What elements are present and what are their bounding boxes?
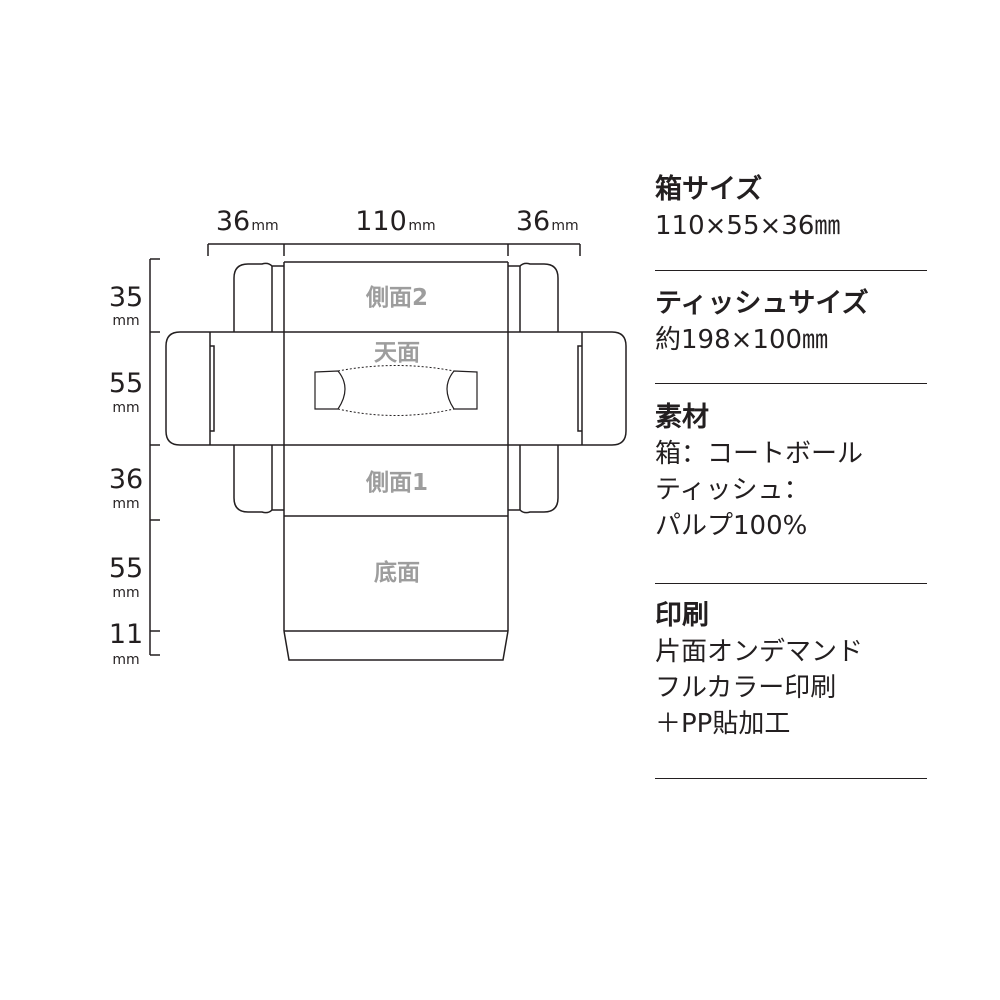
panel-label-bottom: 底面 xyxy=(374,559,420,586)
spec-value-printing-1: 片面オンデマンド xyxy=(655,637,864,667)
spec-printing: 印刷 片面オンデマンド フルカラー印刷 ＋PP貼加工 xyxy=(655,598,927,742)
glue-flap xyxy=(283,630,509,661)
flap-left-end xyxy=(165,331,210,446)
spec-title-material: 素材 xyxy=(655,402,709,433)
dieline xyxy=(165,261,627,661)
divider xyxy=(655,270,927,271)
spec-value-material-1: 箱：コートボール xyxy=(655,439,864,469)
panel-label-side2: 側面2 xyxy=(365,285,428,311)
top-dimension-line xyxy=(207,243,581,256)
spec-title-tissue-size: ティッシュサイズ xyxy=(655,288,869,319)
top-dim-unit-2: mm xyxy=(408,218,435,234)
flap-bottom-left xyxy=(233,445,284,514)
divider xyxy=(655,778,927,779)
spec-title-box-size: 箱サイズ xyxy=(655,174,763,205)
tissue-opening xyxy=(314,365,478,416)
top-dim-unit-3: mm xyxy=(551,218,578,234)
spec-tissue-size: ティッシュサイズ 約198×100㎜ xyxy=(655,286,927,359)
top-dim-unit-1: mm xyxy=(251,218,278,234)
flap-right-end xyxy=(582,331,627,446)
top-dim-value-1: 36 xyxy=(216,206,250,237)
panel-label-top: 天面 xyxy=(374,340,420,366)
left-dim-unit-1: mm xyxy=(112,313,139,329)
left-dim-value-3: 36 xyxy=(109,464,143,495)
left-dim-unit-5: mm xyxy=(112,652,139,668)
top-dim-value-2: 110 xyxy=(355,206,407,237)
spec-material: 素材 箱：コートボール ティッシュ： パルプ100% xyxy=(655,400,927,544)
left-dim-unit-3: mm xyxy=(112,496,139,512)
left-dim-unit-2: mm xyxy=(112,400,139,416)
spec-box-size: 箱サイズ 110×55×36㎜ xyxy=(655,172,927,245)
left-dim-value-2: 55 xyxy=(109,368,143,399)
left-dim-value-5: 11 xyxy=(109,619,143,650)
spec-value-box-size: 110×55×36㎜ xyxy=(655,211,841,241)
flap-bottom-right xyxy=(508,445,559,514)
top-dim-value-3: 36 xyxy=(516,206,550,237)
flap-top-right xyxy=(508,262,559,332)
panel-label-side1: 側面1 xyxy=(365,470,428,496)
left-dim-unit-4: mm xyxy=(112,585,139,601)
spec-value-material-3: パルプ100% xyxy=(655,511,808,541)
spec-value-material-2: ティッシュ： xyxy=(655,475,810,505)
divider xyxy=(655,583,927,584)
spec-value-printing-3: ＋PP貼加工 xyxy=(655,709,791,739)
left-dim-value-4: 55 xyxy=(109,553,143,584)
left-dimension-line xyxy=(149,258,160,656)
spec-value-tissue-size: 約198×100㎜ xyxy=(655,325,829,355)
spec-title-printing: 印刷 xyxy=(655,600,709,631)
divider xyxy=(655,383,927,384)
spec-value-printing-2: フルカラー印刷 xyxy=(655,673,837,703)
flap-top-left xyxy=(233,262,284,332)
left-dim-value-1: 35 xyxy=(109,282,143,313)
